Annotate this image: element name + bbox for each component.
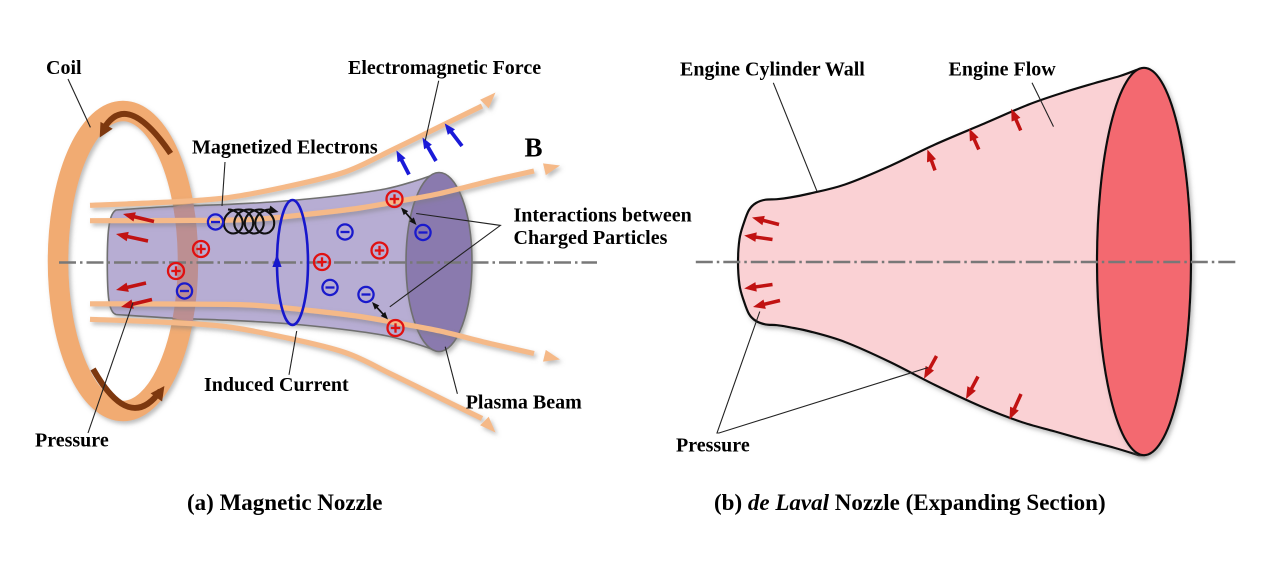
svg-text:Pressure: Pressure bbox=[676, 434, 750, 456]
svg-text:Charged Particles: Charged Particles bbox=[514, 227, 668, 249]
svg-text:(b) de Laval Nozzle (Expanding: (b) de Laval Nozzle (Expanding Section) bbox=[714, 490, 1106, 515]
svg-text:(a) Magnetic Nozzle: (a) Magnetic Nozzle bbox=[187, 490, 382, 515]
svg-text:Coil: Coil bbox=[46, 57, 82, 79]
svg-text:Magnetized Electrons: Magnetized Electrons bbox=[192, 136, 378, 158]
svg-text:Engine Flow: Engine Flow bbox=[949, 58, 1057, 80]
svg-text:Pressure: Pressure bbox=[35, 430, 109, 452]
svg-text:B: B bbox=[525, 133, 543, 163]
svg-text:Plasma Beam: Plasma Beam bbox=[466, 392, 582, 414]
svg-text:Electromagnetic Force: Electromagnetic Force bbox=[348, 57, 541, 79]
svg-text:Interactions between: Interactions between bbox=[514, 205, 692, 227]
svg-text:Engine Cylinder Wall: Engine Cylinder Wall bbox=[680, 58, 865, 80]
svg-text:Induced Current: Induced Current bbox=[204, 374, 349, 396]
